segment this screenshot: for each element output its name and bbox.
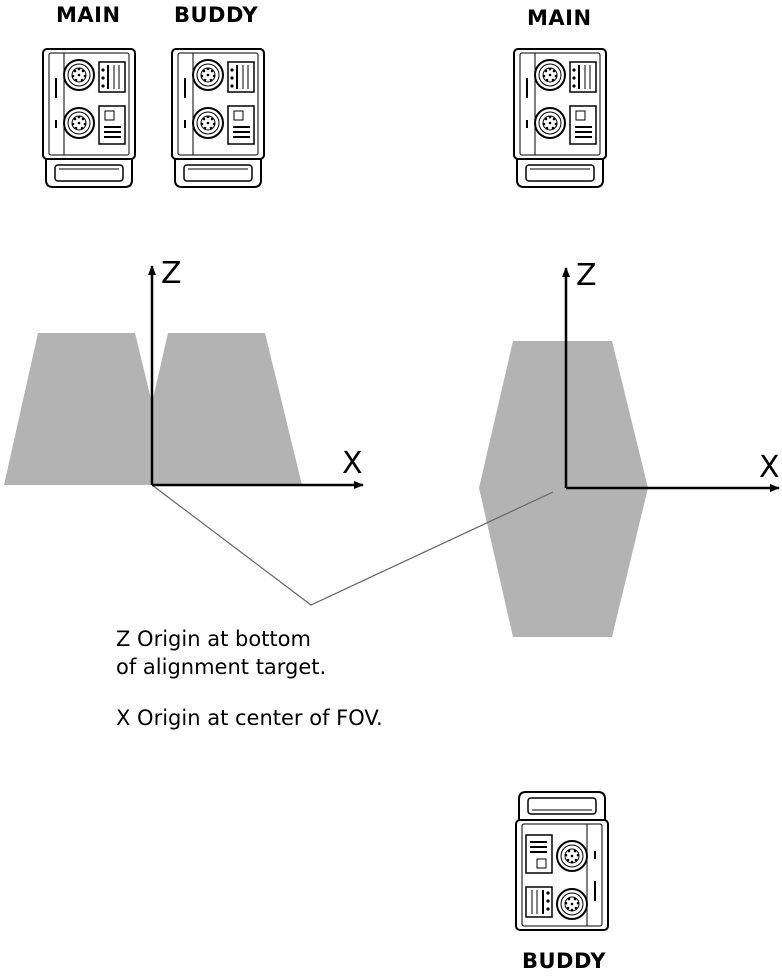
camera-icon <box>171 48 265 188</box>
label-buddy-bottom: BUDDY <box>522 949 607 973</box>
camera-icon <box>515 791 609 931</box>
label-buddy-left: BUDDY <box>174 3 259 27</box>
note-z-origin-line1: Z Origin at bottom <box>116 627 311 651</box>
axis-label-x-left: X <box>342 446 363 481</box>
leader-line <box>151 484 554 606</box>
camera-icon <box>42 48 136 188</box>
axis-label-x-right: X <box>759 450 780 485</box>
axis-label-z-right: Z <box>576 258 597 293</box>
note-z-origin-line2: of alignment target. <box>116 655 327 679</box>
camera-icon <box>513 48 607 188</box>
label-main-right: MAIN <box>527 6 592 30</box>
label-main-left: MAIN <box>56 3 121 27</box>
fov-main-left <box>4 333 152 485</box>
fov-buddy-left <box>152 333 302 485</box>
note-x-origin: X Origin at center of FOV. <box>116 706 383 730</box>
fov-overlap-right <box>479 341 648 637</box>
axis-label-z-left: Z <box>161 256 182 291</box>
